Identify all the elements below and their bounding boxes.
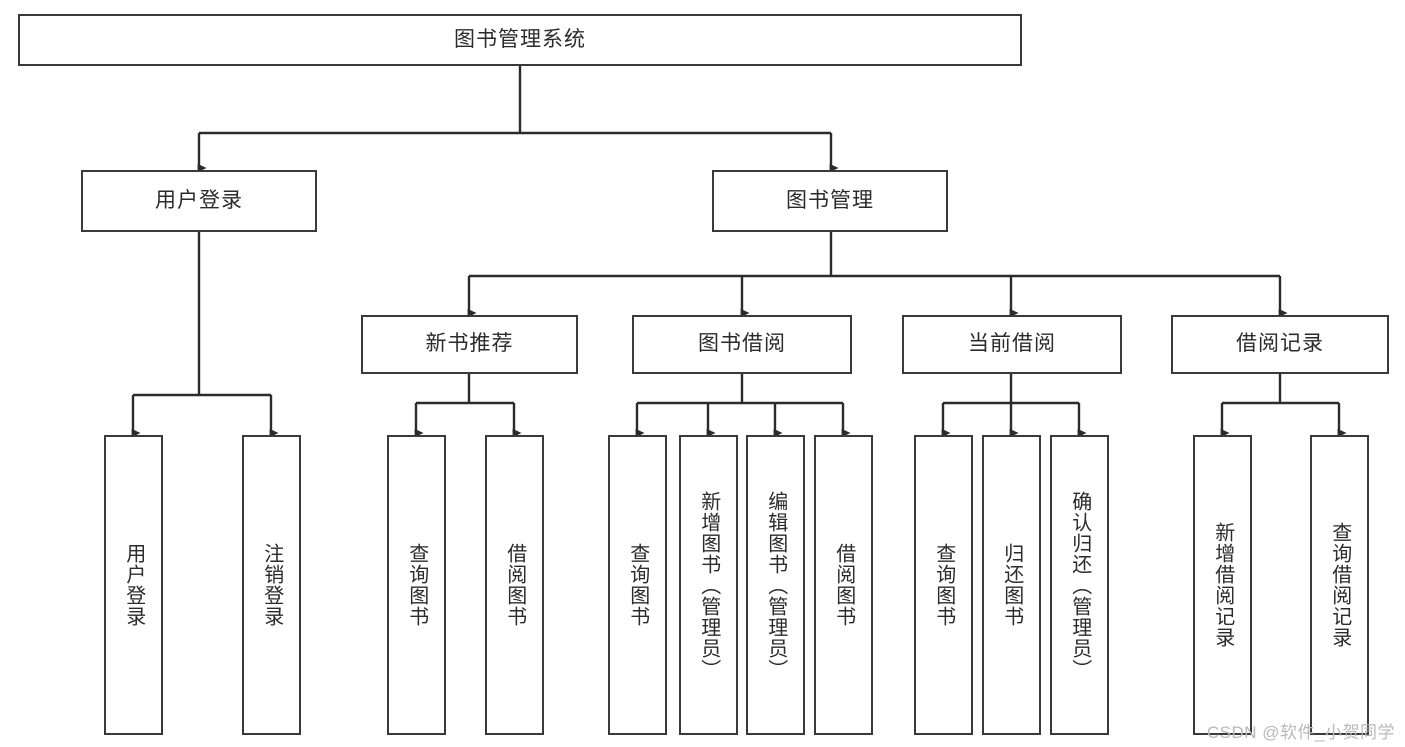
node-leaf-query-book-current[interactable]: 查询图书 — [914, 435, 973, 735]
node-label: 查询图书 — [932, 543, 955, 627]
node-label: 确认归还（管理员） — [1068, 490, 1091, 680]
node-label: 新增图书（管理员） — [697, 490, 720, 680]
node-label: 注销登录 — [260, 543, 283, 627]
node-label: 归还图书 — [1000, 543, 1023, 627]
node-label: 查询图书 — [405, 543, 428, 627]
node-current-borrow[interactable]: 当前借阅 — [902, 315, 1122, 374]
node-leaf-borrow-book[interactable]: 借阅图书 — [814, 435, 873, 735]
node-leaf-query-book-borrow[interactable]: 查询图书 — [608, 435, 667, 735]
node-leaf-add-book-admin[interactable]: 新增图书（管理员） — [679, 435, 738, 735]
node-label: 用户登录 — [155, 188, 243, 212]
node-label: 新书推荐 — [425, 332, 514, 356]
node-leaf-edit-book-admin[interactable]: 编辑图书（管理员） — [746, 435, 805, 735]
node-new-book-recommend[interactable]: 新书推荐 — [361, 315, 578, 374]
node-book-borrow[interactable]: 图书借阅 — [632, 315, 852, 374]
node-label: 图书管理 — [786, 188, 874, 212]
node-borrow-record[interactable]: 借阅记录 — [1171, 315, 1389, 374]
node-leaf-return-book[interactable]: 归还图书 — [982, 435, 1041, 735]
node-leaf-user-login[interactable]: 用户登录 — [104, 435, 163, 735]
node-label: 用户登录 — [122, 543, 145, 627]
node-user-login[interactable]: 用户登录 — [81, 170, 317, 232]
node-label: 图书借阅 — [698, 332, 786, 356]
node-label: 借阅记录 — [1236, 332, 1324, 356]
node-label: 查询图书 — [626, 543, 649, 627]
node-book-management[interactable]: 图书管理 — [712, 170, 948, 232]
node-label: 新增借阅记录 — [1211, 522, 1234, 648]
node-label: 借阅图书 — [503, 543, 526, 627]
watermark-csdn: CSDN @软件_小贺同学 — [1206, 723, 1395, 742]
node-leaf-add-borrow-record[interactable]: 新增借阅记录 — [1193, 435, 1252, 735]
node-label: 借阅图书 — [832, 543, 855, 627]
node-label: 编辑图书（管理员） — [764, 490, 787, 680]
node-leaf-logout[interactable]: 注销登录 — [242, 435, 301, 735]
node-leaf-confirm-return-admin[interactable]: 确认归还（管理员） — [1050, 435, 1109, 735]
node-leaf-query-book-recommend[interactable]: 查询图书 — [387, 435, 446, 735]
node-label: 查询借阅记录 — [1328, 522, 1351, 648]
node-leaf-borrow-book-recommend[interactable]: 借阅图书 — [485, 435, 544, 735]
node-label: 当前借阅 — [968, 332, 1056, 356]
node-leaf-query-borrow-record[interactable]: 查询借阅记录 — [1310, 435, 1369, 735]
node-label: 图书管理系统 — [454, 27, 586, 51]
node-root-book-management-system[interactable]: 图书管理系统 — [18, 14, 1022, 66]
